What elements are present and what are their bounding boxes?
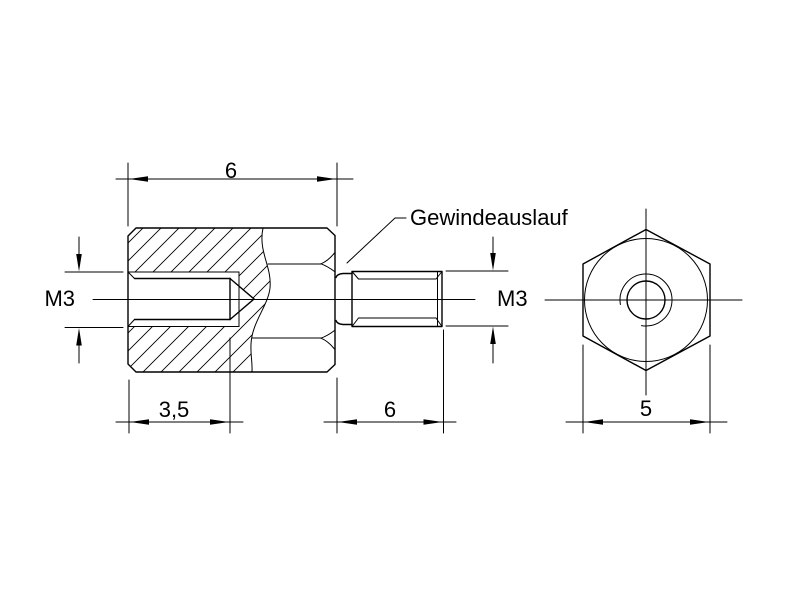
thread-runout-neck [335,272,353,326]
hex-flat-edges [251,252,335,350]
dim-body-length: 6 [115,158,354,227]
body-outline [127,227,336,373]
drill-hole-circle [626,280,666,320]
dim-stud-length-value: 6 [384,397,396,422]
dim-stud-length: 6 [323,329,457,434]
dim-thread-depth: 3,5 [115,337,244,434]
dim-thread-right: M3 [445,236,528,364]
callout-label: Gewindeauslauf [410,205,569,230]
dim-thread-depth-value: 3,5 [159,397,190,422]
dim-thread-left: M3 [44,236,124,364]
break-line [250,227,271,373]
hexagon-outline [582,228,711,372]
internal-thread-arc [619,273,673,327]
thread-left-label: M3 [44,286,75,311]
thread-right-label: M3 [497,286,528,311]
leader-line [346,217,407,264]
end-view [544,208,743,396]
chamfer-circle [584,238,708,362]
dim-hex-width-value: 5 [640,396,652,421]
thread-runout-callout: Gewindeauslauf [346,205,569,264]
dim-hex-width: 5 [565,344,728,434]
dim-body-length-value: 6 [225,158,237,183]
